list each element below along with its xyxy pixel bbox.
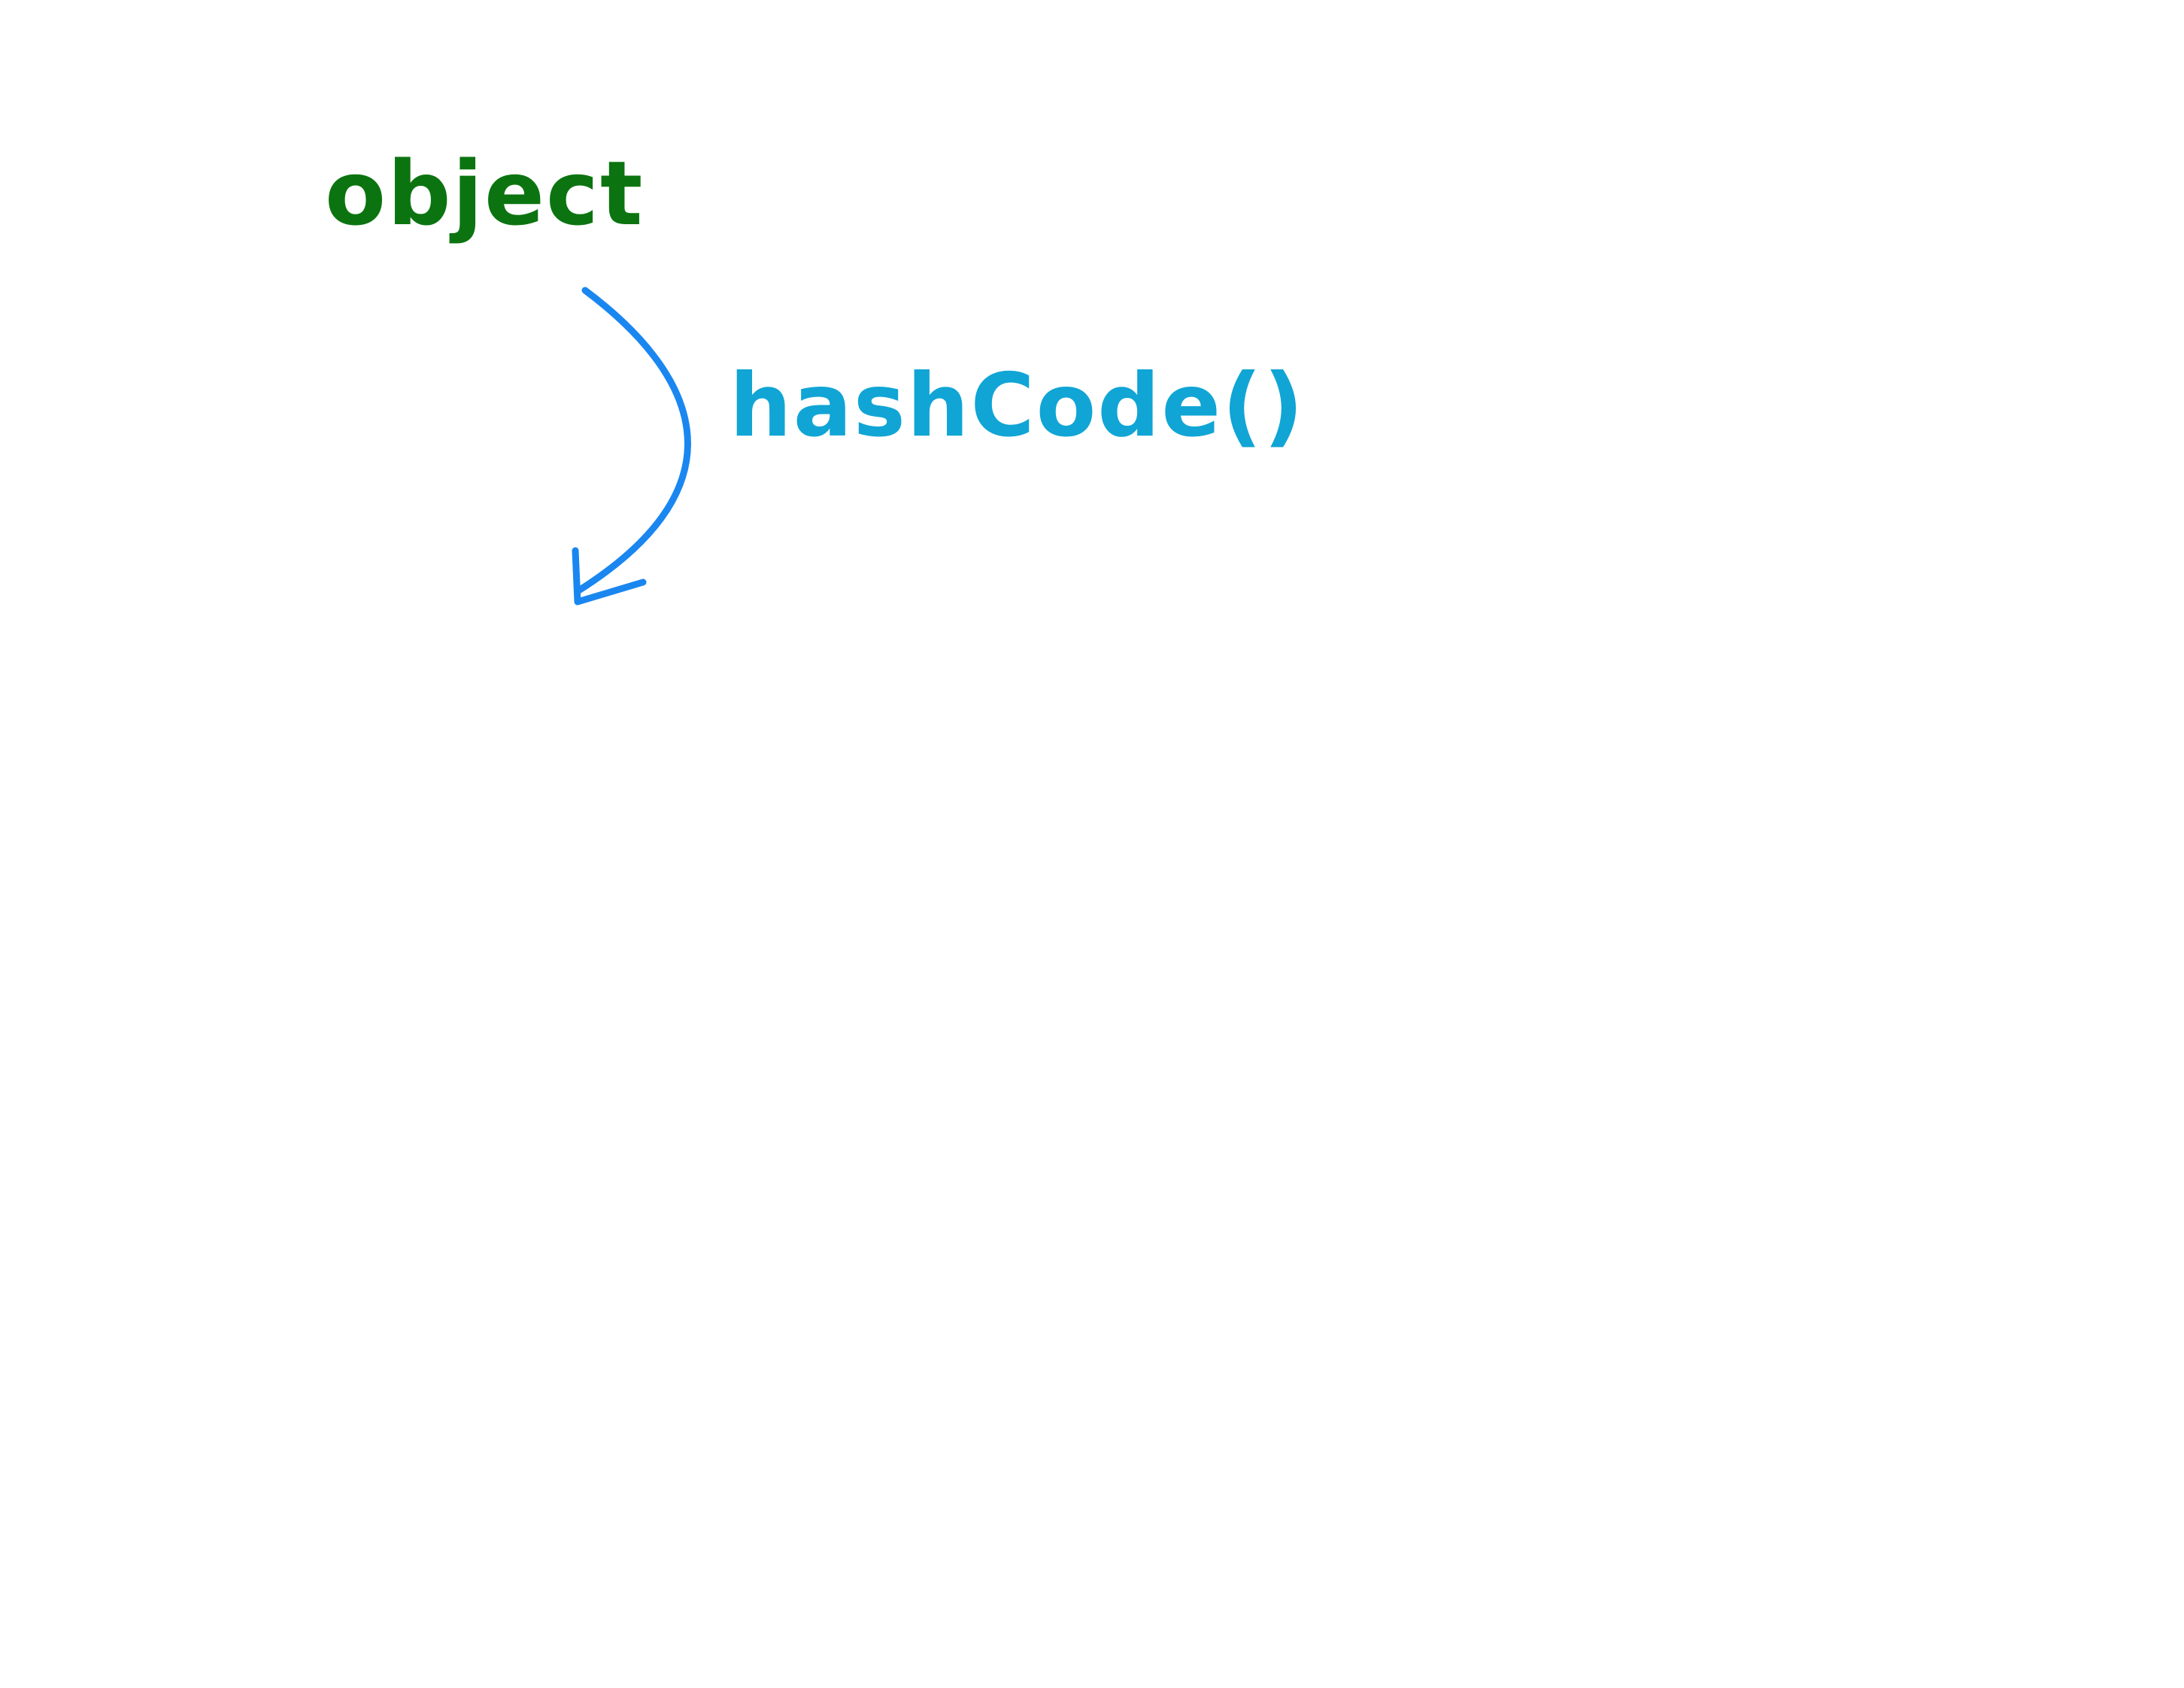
object-node-label: object <box>325 141 645 245</box>
arrow-curve <box>574 287 691 595</box>
hashcode-edge-label: hashCode() <box>730 355 1306 457</box>
arrow-head <box>572 547 647 606</box>
